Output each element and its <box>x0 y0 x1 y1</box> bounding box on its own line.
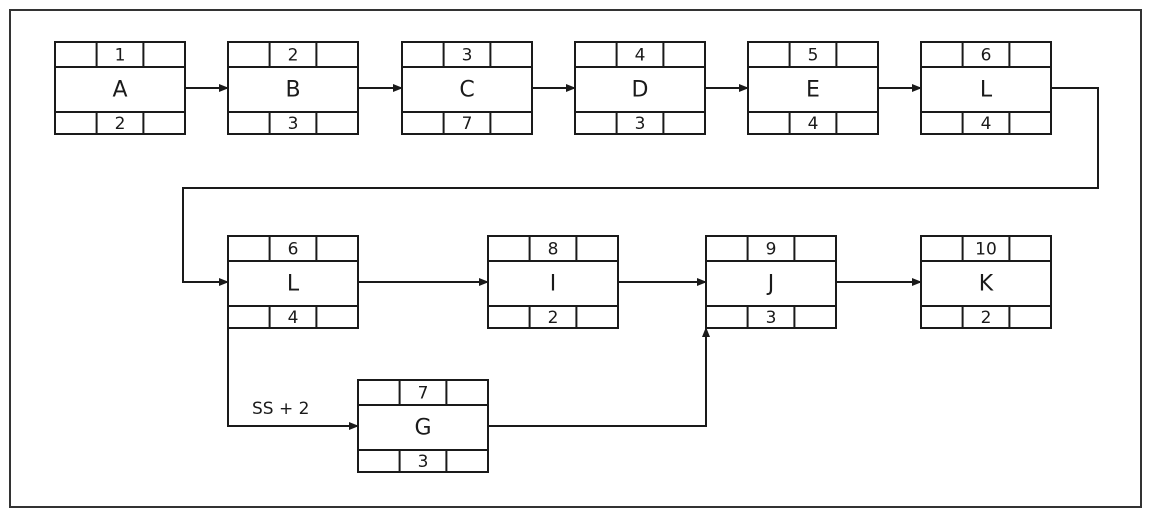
node-bottom-number: 4 <box>808 114 819 134</box>
edge-g-j <box>488 327 710 427</box>
node-top-number: 5 <box>808 46 819 66</box>
node-bottom-number: 3 <box>288 114 299 134</box>
node-bottom-number: 2 <box>981 308 992 328</box>
edges-layer: SS + 2 <box>182 84 1099 430</box>
node-top-number: 2 <box>288 46 299 66</box>
node-bottom-number: 4 <box>981 114 992 134</box>
node-activity-label: E <box>806 78 820 103</box>
node-activity-label: C <box>459 78 474 103</box>
node-top-number: 7 <box>418 384 429 404</box>
node-top-number: 4 <box>635 46 646 66</box>
activity-node-c: 3C 7 <box>401 41 533 135</box>
node-box <box>487 235 619 329</box>
edge-l2-g <box>227 328 359 430</box>
node-activity-label: K <box>979 272 994 297</box>
node-bottom-number: 3 <box>635 114 646 134</box>
node-top-number: 9 <box>766 240 777 260</box>
edge-label: SS + 2 <box>252 399 309 419</box>
node-top-number: 1 <box>115 46 126 66</box>
node-bottom-number: 3 <box>766 308 777 328</box>
node-activity-label: B <box>285 78 300 103</box>
node-box <box>401 41 533 135</box>
node-box <box>357 379 489 473</box>
node-box <box>747 41 879 135</box>
activity-node-d: 4D 3 <box>574 41 706 135</box>
activity-node-j: 9J 3 <box>705 235 837 329</box>
node-top-number: 10 <box>975 240 997 260</box>
node-box <box>54 41 186 135</box>
node-activity-label: J <box>766 272 775 297</box>
node-box <box>705 235 837 329</box>
edge-l1-l2 <box>182 87 1099 286</box>
node-activity-label: L <box>287 272 300 297</box>
activity-node-e: 5E 4 <box>747 41 879 135</box>
activity-node-a1: 1A 2 <box>54 41 186 135</box>
node-activity-label: A <box>112 78 127 103</box>
activity-node-l2: 6L 4 <box>227 235 359 329</box>
node-box <box>227 235 359 329</box>
node-bottom-number: 4 <box>288 308 299 328</box>
activity-node-g: 7G 3 <box>357 379 489 473</box>
activity-node-b: 2B 3 <box>227 41 359 135</box>
node-box <box>227 41 359 135</box>
node-bottom-number: 2 <box>115 114 126 134</box>
activity-node-i: 8I 2 <box>487 235 619 329</box>
activity-node-k: 10K 2 <box>920 235 1052 329</box>
node-activity-label: G <box>414 416 431 441</box>
node-activity-label: I <box>550 272 557 297</box>
node-bottom-number: 2 <box>548 308 559 328</box>
node-top-number: 3 <box>462 46 473 66</box>
node-bottom-number: 7 <box>462 114 473 134</box>
node-box <box>574 41 706 135</box>
node-top-number: 8 <box>548 240 559 260</box>
node-top-number: 6 <box>288 240 299 260</box>
node-box <box>920 41 1052 135</box>
node-box <box>920 235 1052 329</box>
activity-node-l1: 6L 4 <box>920 41 1052 135</box>
node-top-number: 6 <box>981 46 992 66</box>
node-activity-label: L <box>980 78 993 103</box>
node-bottom-number: 3 <box>418 452 429 472</box>
diagram-frame <box>9 9 1142 508</box>
node-activity-label: D <box>632 78 649 103</box>
